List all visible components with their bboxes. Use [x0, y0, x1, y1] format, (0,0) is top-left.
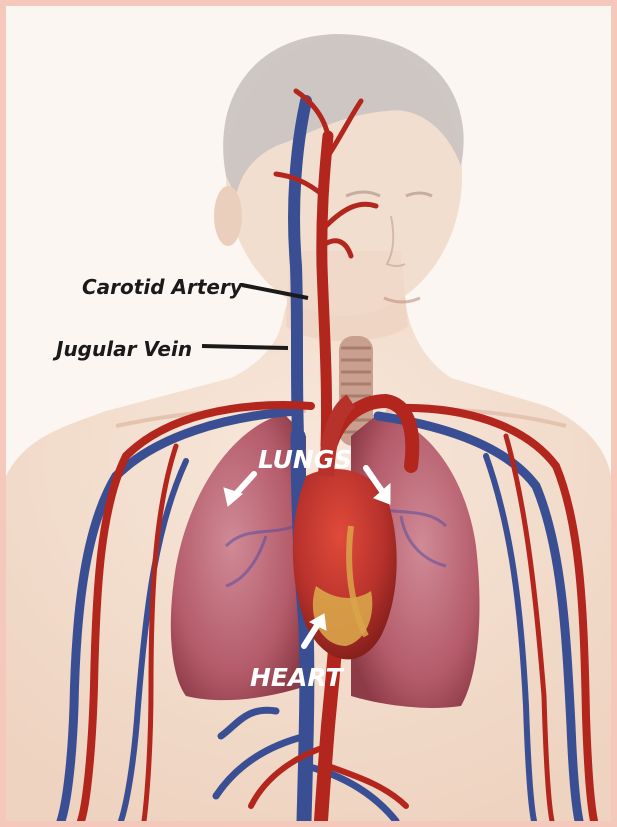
- circulatory-illustration: Carotid Artery Jugular Vein LUNGS HEART: [6, 6, 611, 821]
- heart-label: HEART: [250, 663, 344, 692]
- jugular-pointer-line: [202, 346, 288, 348]
- lungs-label: LUNGS: [258, 445, 352, 474]
- carotid-artery-label: Carotid Artery: [82, 275, 244, 299]
- jugular-vein-label: Jugular Vein: [52, 337, 192, 361]
